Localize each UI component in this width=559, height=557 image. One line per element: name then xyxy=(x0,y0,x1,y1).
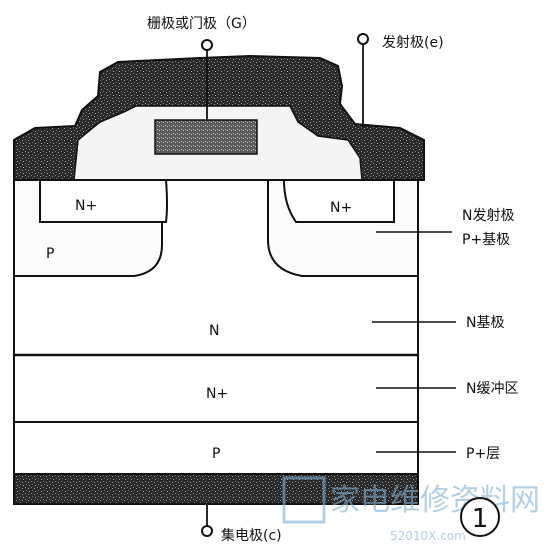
region-p-collector: P xyxy=(212,446,220,462)
callout-p-plus-layer: P+层 xyxy=(466,446,500,462)
emitter-terminal-icon xyxy=(357,33,369,45)
region-n-drift: N xyxy=(209,323,219,339)
collector-metal xyxy=(13,473,419,505)
n-plus-right xyxy=(282,179,395,223)
figure-number-label: 1 xyxy=(472,504,489,534)
gate-poly xyxy=(154,119,258,155)
region-n-plus-buffer: N+ xyxy=(206,386,228,402)
region-n-plus-right: N+ xyxy=(330,200,352,216)
n-plus-left xyxy=(39,179,168,223)
region-n-plus-left: N+ xyxy=(75,198,97,214)
collector-terminal-icon xyxy=(201,525,213,537)
gate-label: 栅极或门极（G） xyxy=(147,16,256,32)
emitter-label: 发射极(e) xyxy=(382,35,444,51)
watermark-url: 52010X.com xyxy=(390,529,466,543)
figure-number-badge xyxy=(460,497,500,537)
watermark: 家电维修资料网 52010X.com xyxy=(282,476,540,543)
gate-terminal-icon xyxy=(201,39,213,51)
callout-p-plus-base: P+基极 xyxy=(462,231,510,248)
collector-label: 集电极(c) xyxy=(221,527,282,544)
region-p-base: P xyxy=(46,246,54,262)
callout-n-buffer: N缓冲区 xyxy=(466,381,518,397)
callout-n-emitter: N发射极 xyxy=(462,208,514,224)
callout-n-base: N基极 xyxy=(466,314,504,331)
watermark-text: 家电维修资料网 xyxy=(330,483,540,518)
watermark-logo-icon xyxy=(282,476,326,524)
